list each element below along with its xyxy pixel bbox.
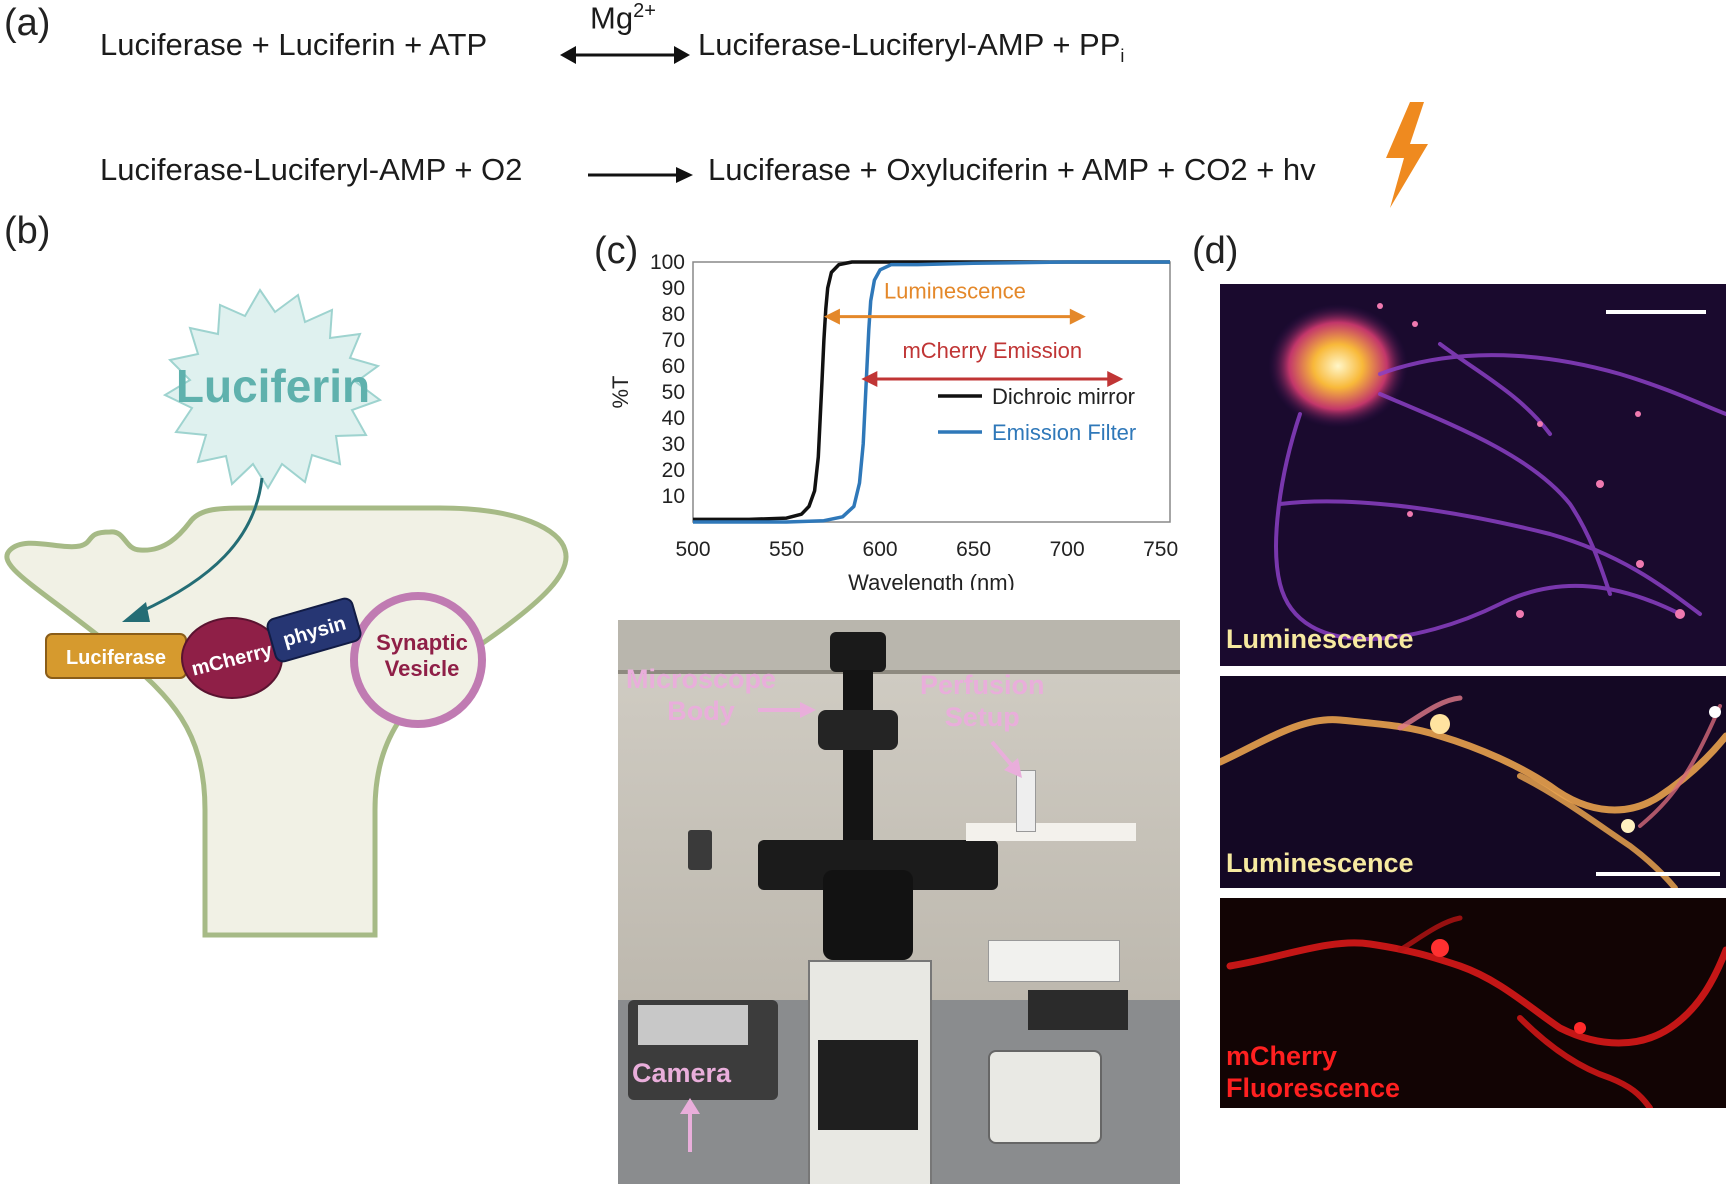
panel-label-b: (b): [4, 210, 51, 252]
neuron-soma: [1268, 304, 1408, 428]
transmission-chart: 500 550 600 650 700 750 10 20 30 40 50 60 70 80 90 100W…: [608, 251, 1178, 590]
vesicle-label-2: Vesicle: [385, 656, 460, 681]
reaction-1-left: Luciferase + Luciferin + ATP: [100, 27, 488, 62]
annotation-arrowhead-right: [1069, 308, 1086, 325]
luminescence-image-middle: Luminescence: [1220, 676, 1726, 888]
photo-shelf: [618, 620, 1180, 670]
x-tick-label: 550: [769, 538, 804, 561]
y-tick-label: 40: [662, 407, 685, 430]
valve-controller: [988, 940, 1120, 982]
y-tick-label: 70: [662, 329, 685, 352]
panel-label-a: (a): [4, 2, 51, 44]
luminescence-label-middle: Luminescence: [1226, 848, 1414, 878]
annotation-label-luminescence: Luminescence: [884, 278, 1026, 303]
perfusion-rack: [966, 823, 1136, 841]
perfusion-arrow: [990, 740, 1022, 778]
x-tick-label: 600: [863, 538, 898, 561]
annotation-arrowhead-left: [861, 371, 878, 387]
luminescence-label-top: Luminescence: [1226, 624, 1414, 654]
camera-arrow: [680, 1098, 700, 1152]
forward-arrow: [588, 167, 693, 183]
luciferase-label: Luciferase: [66, 647, 166, 669]
legend-label: Dichroic mirror: [992, 384, 1135, 409]
eyepieces: [823, 870, 913, 960]
x-axis-label: Wavelength (nm): [848, 570, 1015, 590]
reaction-2-right: Luciferase + Oxyluciferin + AMP + CO2 + …: [708, 152, 1316, 187]
microscope-body-arrow: [758, 702, 816, 718]
luciferin-label: Luciferin: [176, 360, 370, 412]
y-tick-label: 60: [662, 355, 685, 378]
y-tick-label: 20: [662, 459, 685, 482]
lightning-bolt-icon: [1386, 102, 1428, 208]
x-tick-label: 650: [956, 538, 991, 561]
y-tick-label: 100: [650, 251, 685, 274]
synaptic-vesicle: [350, 592, 486, 728]
microscope-lamp: [830, 632, 886, 672]
reversible-arrow: [560, 46, 690, 64]
y-tick-label: 50: [662, 381, 685, 404]
vesicle-label-1: Synaptic: [376, 630, 468, 655]
series-line-dichroic-mirror: [693, 260, 1170, 522]
perfusion-syringe: [1016, 770, 1036, 832]
annotation-arrowhead-right: [1107, 371, 1124, 387]
x-tick-label: 500: [675, 538, 710, 561]
reaction-1-catalyst: Mg2+: [590, 0, 656, 36]
luciferin-burst: [162, 288, 383, 490]
controller-box: [988, 1050, 1102, 1144]
wall-outlet: [688, 830, 712, 870]
synapse-diagram: Luciferin Synaptic Vesicle Luciferase mC…: [4, 288, 569, 938]
camera-label: Camera: [632, 1058, 732, 1088]
luciferin-arrow: [139, 477, 264, 614]
y-axis-label: %T: [608, 376, 633, 409]
legend-label: Emission Filter: [992, 420, 1136, 445]
reaction-1-right: Luciferase-Luciferyl-AMP + PPi: [698, 27, 1125, 67]
panel-label-c: (c): [594, 230, 639, 272]
annotation-label-mcherry-emission: mCherry Emission: [902, 338, 1082, 363]
luminescence-image-top: Luminescence: [1220, 284, 1726, 666]
y-tick-label: 80: [662, 303, 685, 326]
series-line-emission-filter: [693, 260, 1170, 524]
x-tick-label: 750: [1143, 538, 1178, 561]
y-tick-label: 90: [662, 277, 685, 300]
x-tick-label: 700: [1050, 538, 1085, 561]
physin-box: [266, 597, 362, 663]
microscope-body: [843, 670, 873, 870]
reaction-2-left: Luciferase-Luciferyl-AMP + O2: [100, 152, 523, 187]
y-tick-label: 30: [662, 433, 685, 456]
panel-label-d: (d): [1192, 230, 1239, 272]
annotation-arrowhead-left: [823, 308, 840, 325]
cell-membrane: [4, 505, 569, 938]
y-tick-label: 10: [662, 485, 685, 508]
